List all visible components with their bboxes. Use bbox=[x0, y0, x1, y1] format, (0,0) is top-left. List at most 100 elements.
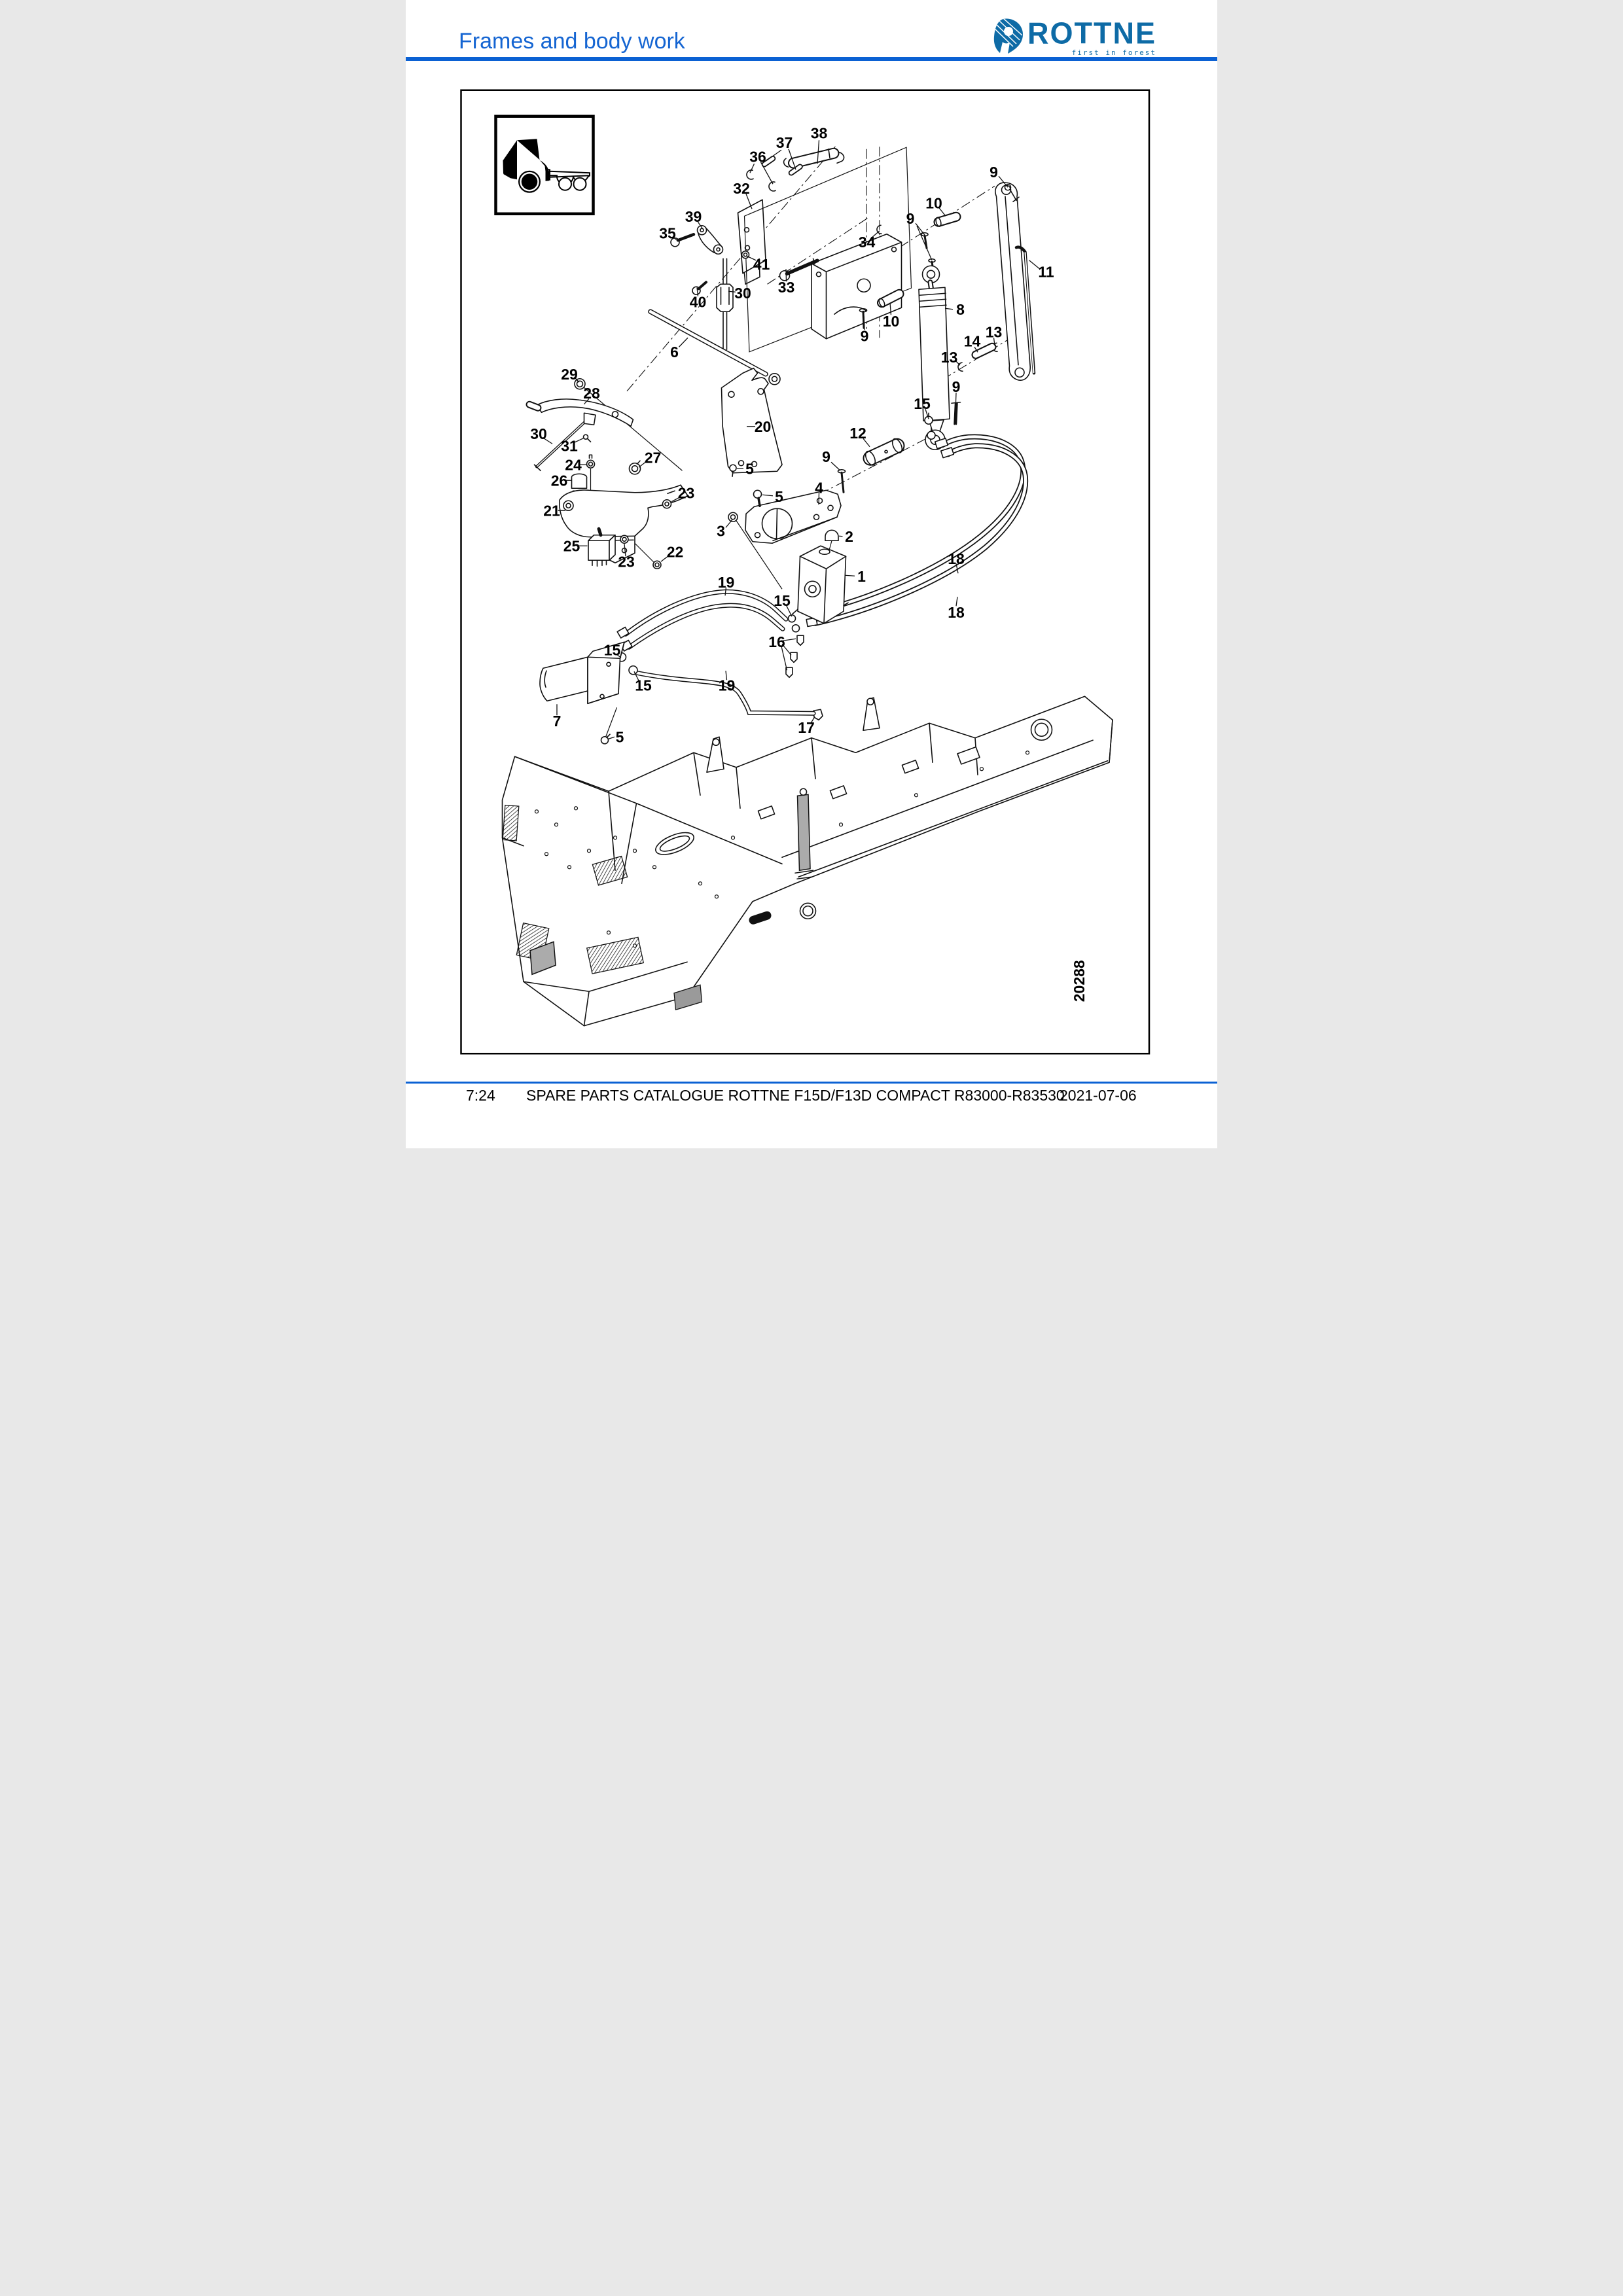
part-10-spacer-top bbox=[933, 211, 961, 227]
part-label-9: 9 bbox=[861, 327, 869, 344]
leader-line bbox=[974, 346, 978, 353]
leader-line bbox=[543, 437, 553, 444]
leader-line bbox=[915, 222, 925, 236]
leader-line bbox=[788, 149, 796, 170]
vehicle-thumbnail-icon bbox=[494, 115, 595, 215]
part-36-clips bbox=[746, 169, 776, 192]
rottne-logo: ROTTNE first in forest bbox=[993, 18, 1156, 57]
part-16-elbows bbox=[785, 635, 804, 679]
leader-line bbox=[955, 563, 959, 574]
catalogue-page: Frames and body work ROTTNE first in for… bbox=[406, 0, 1217, 1148]
part-2-cap bbox=[825, 529, 839, 542]
exploded-parts-diagram: 3837363239354130403334991011810913141391… bbox=[460, 89, 1150, 1055]
leader-line bbox=[944, 308, 954, 310]
footer-catalogue-title: SPARE PARTS CATALOGUE ROTTNE F15D/F13D C… bbox=[526, 1087, 1065, 1104]
part-label-5: 5 bbox=[616, 728, 624, 745]
leader-line bbox=[955, 360, 961, 366]
chain-line bbox=[819, 434, 933, 495]
part-24-nut bbox=[586, 454, 596, 469]
leader-line bbox=[745, 194, 753, 209]
part-12-spacer bbox=[863, 438, 905, 466]
part-41-nut bbox=[741, 250, 750, 259]
leader-line bbox=[679, 337, 688, 347]
part-label-15: 15 bbox=[635, 677, 652, 694]
leader-line bbox=[781, 646, 788, 671]
part-label-31: 31 bbox=[561, 437, 578, 454]
part-label-34: 34 bbox=[859, 234, 876, 251]
leader-line bbox=[584, 398, 590, 405]
part-30-rod-upper bbox=[716, 258, 734, 351]
leader-line bbox=[817, 140, 820, 164]
leader-line bbox=[938, 207, 946, 217]
drawing-number: 20288 bbox=[1071, 960, 1088, 1002]
leader-line bbox=[785, 604, 793, 617]
part-label-24: 24 bbox=[565, 456, 582, 473]
part-label-9: 9 bbox=[906, 210, 915, 227]
chain-line bbox=[626, 145, 836, 392]
leader-line bbox=[838, 535, 843, 537]
leader-line bbox=[671, 496, 681, 503]
part-15-fittings-tank bbox=[787, 614, 800, 633]
part-label-27: 27 bbox=[645, 449, 662, 466]
logo-tagline: first in forest bbox=[1071, 48, 1156, 57]
part-label-10: 10 bbox=[925, 194, 942, 211]
part-label-21: 21 bbox=[543, 502, 560, 519]
part-label-20: 20 bbox=[755, 418, 772, 435]
leader-line bbox=[633, 671, 639, 681]
part-15-fittings-right bbox=[924, 412, 936, 440]
leader-line bbox=[574, 437, 584, 443]
part-33-bracket bbox=[811, 233, 902, 340]
logo-brand: ROTTNE bbox=[1027, 16, 1156, 50]
part-label-13: 13 bbox=[986, 323, 1003, 340]
leader-line bbox=[762, 494, 774, 497]
part-label-2: 2 bbox=[845, 528, 853, 545]
leader-line bbox=[916, 225, 933, 261]
part-28-arm bbox=[526, 398, 634, 427]
part-33-bolt bbox=[779, 258, 819, 281]
part-label-15: 15 bbox=[914, 395, 931, 412]
leader-line bbox=[749, 163, 755, 173]
leader-line bbox=[760, 162, 774, 185]
part-37-pins bbox=[761, 156, 803, 176]
leader-line bbox=[1029, 260, 1041, 270]
part-label-29: 29 bbox=[561, 366, 578, 383]
part-label-41: 41 bbox=[753, 256, 770, 273]
leader-line bbox=[660, 554, 670, 562]
leader-line bbox=[810, 716, 815, 724]
leader-line bbox=[624, 544, 626, 557]
leader-line bbox=[725, 519, 733, 528]
part-29-bolt bbox=[574, 378, 586, 390]
footer-page-number: 7:24 bbox=[466, 1087, 495, 1104]
part-5-bolt-b bbox=[753, 489, 762, 507]
part-label-9: 9 bbox=[952, 378, 961, 395]
leader-line bbox=[955, 597, 958, 607]
part-27-bushing bbox=[628, 460, 641, 475]
thin-line bbox=[634, 542, 655, 563]
part-label-15: 15 bbox=[774, 592, 791, 609]
part-label-17: 17 bbox=[798, 719, 815, 736]
leader-line bbox=[638, 460, 648, 468]
part-label-22: 22 bbox=[667, 543, 684, 560]
part-label-32: 32 bbox=[733, 180, 750, 197]
leader-line bbox=[889, 302, 892, 315]
leader-line bbox=[830, 461, 841, 471]
part-label-8: 8 bbox=[956, 301, 965, 318]
part-label-5: 5 bbox=[745, 460, 754, 477]
part-label-12: 12 bbox=[849, 425, 866, 442]
part-label-14: 14 bbox=[964, 332, 981, 349]
leader-line bbox=[696, 287, 699, 296]
part-label-13: 13 bbox=[941, 349, 958, 366]
leader-lines bbox=[543, 140, 1041, 739]
leader-line bbox=[998, 175, 1008, 188]
part-label-18: 18 bbox=[948, 550, 965, 567]
leader-line bbox=[785, 269, 787, 282]
part-label-35: 35 bbox=[659, 224, 676, 241]
part-11-rod bbox=[1014, 245, 1036, 375]
leader-line bbox=[574, 376, 580, 383]
part-31-pin bbox=[582, 434, 592, 443]
leader-line bbox=[782, 638, 796, 641]
leader-line bbox=[925, 409, 929, 419]
part-label-38: 38 bbox=[811, 124, 828, 141]
leader-line bbox=[697, 221, 704, 230]
